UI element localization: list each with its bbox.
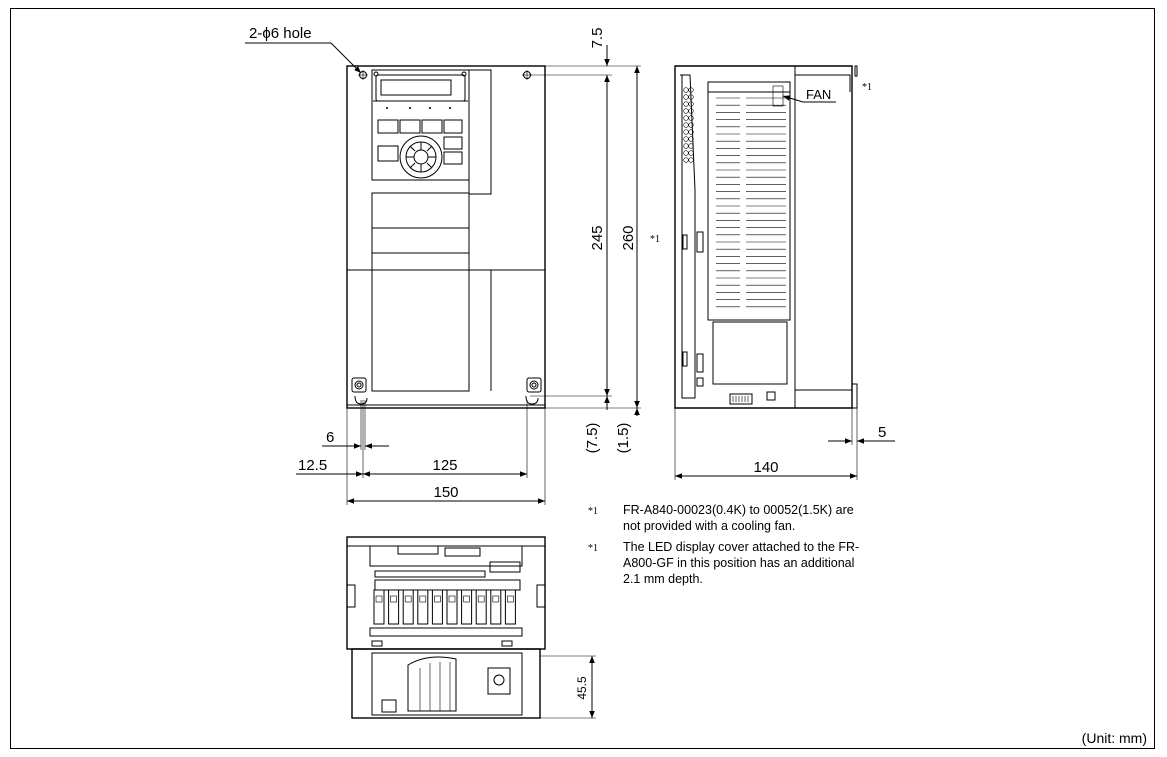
- side-terminal-column: [683, 87, 694, 163]
- hole-pitch-height-dim: 245: [589, 225, 606, 250]
- footnote-mark-height: *1: [650, 234, 660, 245]
- bottom-depth-dim: 45.5: [575, 676, 589, 700]
- hole-pitch-width-dim: 125: [432, 457, 457, 474]
- drawing-frame: [10, 8, 1155, 749]
- side-view: FAN *1: [674, 65, 872, 409]
- note-2-line-3: 2.1 mm depth.: [623, 572, 703, 586]
- front-dimensions: 2-ϕ6 hole 7.5 245 260 *1 (7.5) (1.5): [245, 25, 660, 505]
- depth-dim: 140: [753, 459, 778, 476]
- note-1-line-2: not provided with a cooling fan.: [623, 519, 795, 533]
- side-margin-dim: 12.5: [298, 457, 327, 474]
- footnote-mark-fan: *1: [862, 82, 872, 93]
- front-view: [346, 65, 546, 409]
- ventilation-louvers: [707, 81, 791, 321]
- total-height-dim: 260: [620, 225, 637, 250]
- fan-label: FAN: [806, 87, 831, 102]
- unit-label: (Unit: mm): [1082, 730, 1147, 746]
- note-1-line-1: FR-A840-00023(0.4K) to 00052(1.5K) are: [623, 503, 854, 517]
- notes: *1 FR-A840-00023(0.4K) to 00052(1.5K) ar…: [588, 503, 859, 586]
- bottom-view: [346, 536, 546, 719]
- note-2-line-2: A800-GF in this position has an addition…: [623, 556, 854, 570]
- side-dimensions: 140 5: [674, 408, 895, 480]
- setting-dial: [399, 135, 443, 179]
- top-margin-dim: 7.5: [589, 28, 606, 49]
- total-width-dim: 150: [433, 484, 458, 501]
- bottom-offset-dim: (1.5): [615, 423, 632, 454]
- note-2-mark: *1: [588, 543, 598, 554]
- note-1-mark: *1: [588, 506, 598, 517]
- note-2-line-1: The LED display cover attached to the FR…: [623, 540, 859, 554]
- bottom-margin-dim: (7.5): [584, 423, 601, 454]
- hole-label: 2-ϕ6 hole: [249, 25, 312, 42]
- hole-diameter-dim: 6: [326, 429, 334, 446]
- rear-offset-dim: 5: [878, 424, 886, 441]
- bottom-dimensions: 45.5: [540, 655, 596, 719]
